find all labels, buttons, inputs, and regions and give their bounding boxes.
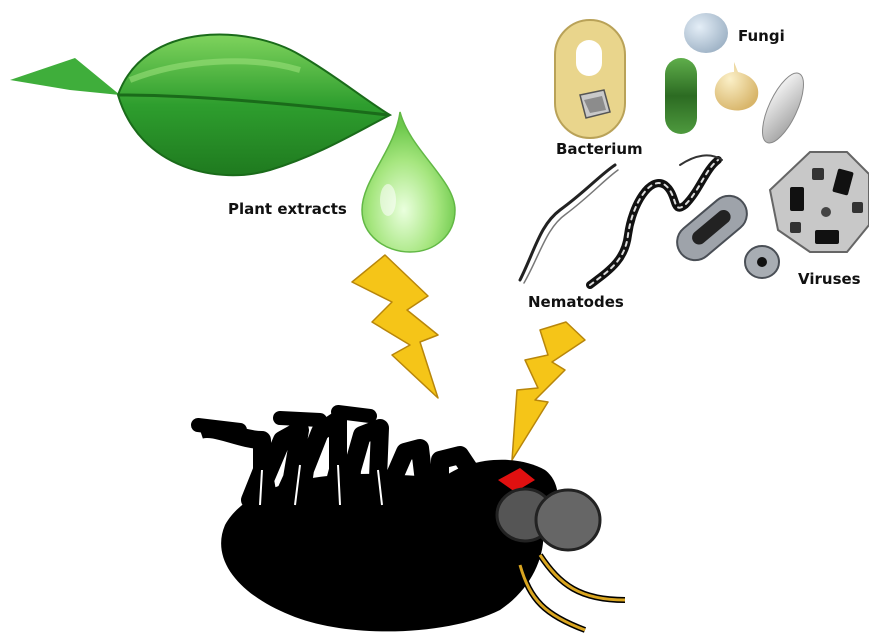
droplet-icon [362,112,455,252]
insect-icon [198,412,625,631]
bacterium-icon [555,20,625,138]
plant-extracts-label: Plant extracts [228,200,347,218]
fungi-label: Fungi [738,27,785,45]
nematode-icon [520,155,722,285]
bacterium-label: Bacterium [556,140,643,158]
lightning-icon-left [352,255,438,398]
nematodes-label: Nematodes [528,293,624,311]
viruses-label: Viruses [798,270,861,288]
virus-icon [670,152,869,278]
lightning-icon-right [512,322,585,460]
leaf-icon [10,34,390,175]
